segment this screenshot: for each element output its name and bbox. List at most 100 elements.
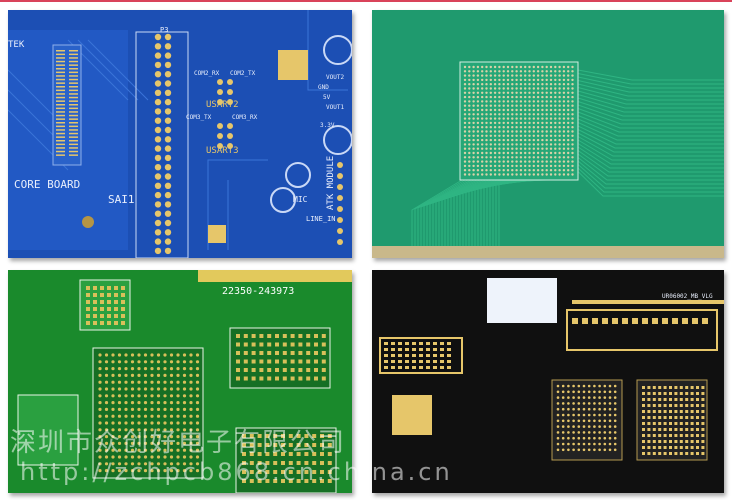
pad [472,147,475,150]
3v3-label: 3.3V [320,122,335,129]
pad [476,121,480,125]
pad [567,431,570,434]
pad [412,342,416,345]
pad [273,479,278,483]
pad [519,126,523,129]
pad [506,65,510,69]
pad [562,160,566,163]
pad [419,342,423,345]
trace [577,80,724,93]
pad [56,78,65,81]
pad [658,386,662,389]
pad [154,71,162,78]
pad [528,100,531,103]
pad [652,404,656,407]
green-bga-graphic [372,61,724,258]
pad [176,428,180,432]
pad [696,386,699,389]
com3-tx-label: COM3_TX [186,114,212,121]
pad [608,396,612,399]
pad [481,83,484,86]
pad [398,342,402,345]
pad [468,164,471,168]
pad [468,173,471,176]
pad [405,360,409,363]
pad [189,367,193,371]
pad [98,407,102,411]
pad [93,321,97,325]
pad [524,117,527,120]
pad [463,70,467,73]
board-label: CORE BOARD [14,178,81,191]
pad [56,50,65,52]
pad [320,434,324,438]
pad [613,431,617,434]
pad [98,469,102,473]
pad [257,443,262,447]
pad [163,448,167,452]
pad [652,398,656,401]
pad [154,80,162,87]
pad [658,404,662,407]
pad [608,413,612,417]
pad [613,402,617,405]
pad [528,83,531,86]
pad [485,138,488,142]
pad [69,140,78,142]
pad [164,136,172,143]
pad [154,117,162,124]
pad [124,367,128,371]
pad [489,156,492,159]
pad [554,164,557,168]
pad [558,78,561,82]
pad [265,452,270,456]
pad [189,380,193,384]
pad [519,138,523,142]
trace [577,122,724,141]
pad [558,100,561,103]
pad [104,469,109,473]
pad [536,143,540,146]
pad [613,384,617,388]
pad [567,396,570,399]
pad [536,160,540,163]
pad [663,428,667,431]
blue-pcb-photo: TEK CORE BOARD P3 SAI1 COM2_RX COM2_TX U… [8,10,352,258]
pad [124,373,128,377]
pad [312,470,317,474]
pad [154,61,162,69]
pad [519,74,523,77]
pad [558,173,561,176]
pad [275,351,279,355]
pad [242,470,246,474]
pad [567,121,570,125]
pad [511,74,514,77]
pad [481,113,484,116]
pad [154,108,162,115]
pad [536,147,540,150]
pad [519,156,523,159]
pad [572,431,575,434]
pad [515,113,518,116]
pad [468,65,471,69]
pad [558,147,561,150]
pad [556,390,560,394]
pad [163,407,167,411]
pad [502,65,505,69]
pad [567,390,570,394]
pad [130,373,135,377]
pad [515,126,518,129]
pad [468,74,471,77]
pad [519,134,523,137]
pad [98,455,102,459]
pad [701,392,705,395]
pad [511,121,514,125]
pad [227,143,233,149]
pad [690,452,694,455]
pad [56,100,65,102]
pad [476,169,480,172]
pad [117,448,122,452]
pad [663,392,667,395]
pad [515,156,518,159]
pad [608,402,612,405]
